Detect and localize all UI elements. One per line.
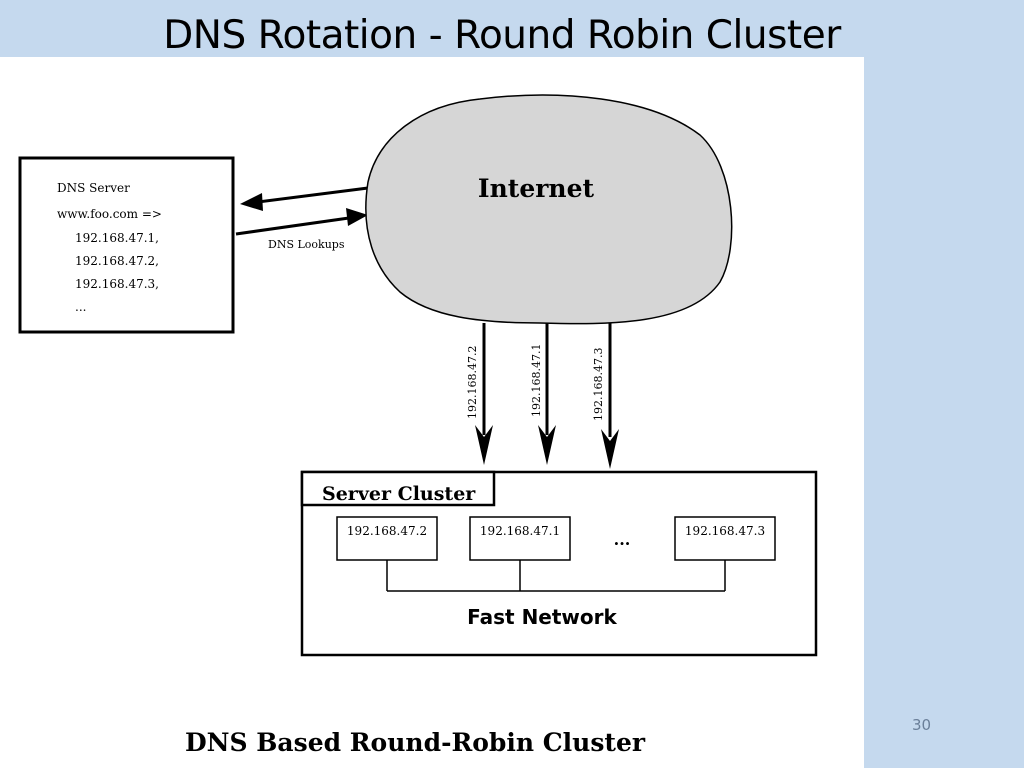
server-node	[469, 516, 571, 561]
dns-entry: 192.168.47.1,	[75, 231, 159, 245]
route-label: 192.168.47.2	[466, 346, 479, 419]
dns-entry: 192.168.47.3,	[75, 277, 159, 291]
server-cluster-title: Server Cluster	[322, 483, 476, 505]
fast-network-lines	[386, 560, 726, 592]
server-node-label: 192.168.47.2	[347, 524, 427, 538]
page-number: 30	[912, 716, 932, 734]
route-label: 192.168.47.3	[592, 348, 605, 421]
server-node-label: 192.168.47.1	[480, 524, 560, 538]
internet-cloud: Internet	[365, 94, 733, 325]
routing-arrows: 192.168.47.2 192.168.47.1 192.168.47.3	[466, 323, 619, 469]
dns-server-box: DNS Server www.foo.com => 192.168.47.1, …	[18, 156, 235, 334]
dns-entry: 192.168.47.2,	[75, 254, 159, 268]
diagram-canvas: DNS Server www.foo.com => 192.168.47.1, …	[18, 94, 818, 757]
server-node-label: 192.168.47.3	[685, 524, 765, 538]
diagram-figure: DNS Server www.foo.com => 192.168.47.1, …	[0, 57, 864, 768]
internet-label: Internet	[478, 174, 595, 203]
dns-entry: ...	[75, 300, 86, 314]
diagram-caption: DNS Based Round-Robin Cluster	[185, 728, 646, 757]
dns-server-title: DNS Server	[57, 181, 130, 195]
dns-server-mapping: www.foo.com =>	[57, 207, 162, 221]
dns-lookups-label: DNS Lookups	[268, 238, 345, 251]
slide-title: DNS Rotation - Round Robin Cluster	[163, 13, 841, 58]
dns-lookup-arrows: DNS Lookups	[235, 186, 369, 251]
route-label: 192.168.47.1	[530, 344, 543, 417]
fast-network-label: Fast Network	[467, 605, 617, 629]
server-cluster-box: Server Cluster 192.168.47.2 192.168.47.1…	[300, 470, 818, 657]
server-ellipsis: ...	[614, 530, 631, 549]
server-node	[674, 516, 776, 561]
